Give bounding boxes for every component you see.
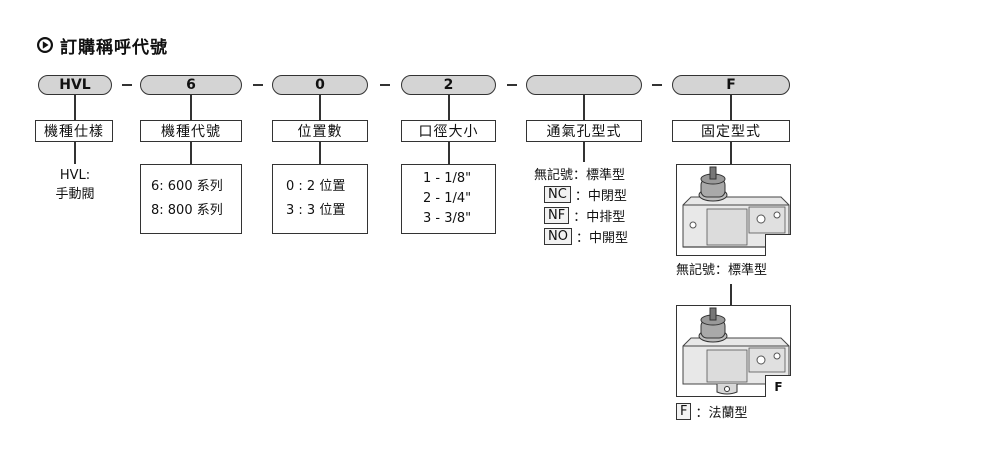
connector-line: [730, 284, 732, 305]
flange-mount-image: [676, 305, 791, 397]
image-tag-f: F: [765, 375, 791, 397]
code-pill-mounting: F: [672, 75, 790, 95]
valve-flange-illustration: [682, 307, 790, 395]
title-text: 訂購稱呼代號: [60, 37, 168, 58]
vent-default-option: 無記號：標準型: [534, 168, 626, 183]
mount-code: F: [676, 403, 692, 420]
vent-code: NO: [544, 228, 572, 245]
separator-dash: [652, 84, 662, 86]
connector-line: [448, 95, 450, 120]
separator-dash: [380, 84, 390, 86]
vent-option-nf: NF ：中排型: [534, 205, 654, 226]
separator-dash: [122, 84, 132, 86]
connector-line: [448, 142, 450, 164]
vent-option-text: ：中開型: [575, 231, 628, 246]
vent-code: NF: [544, 207, 570, 224]
series-options-box: 6: 600 系列 8: 800 系列: [140, 164, 242, 234]
standard-mount-caption: 無記號：標準型: [676, 263, 768, 278]
connector-line: [190, 95, 192, 120]
connector-line: [74, 142, 76, 164]
series-option: 6: 600 系列: [151, 179, 223, 194]
connector-line: [74, 95, 76, 120]
mount-option-text: ：法蘭型: [695, 406, 748, 421]
code-pill-vent-type: [526, 75, 642, 95]
model-description: HVL: 手動閥: [40, 166, 110, 204]
port-size-option: 1 - 1/8": [423, 171, 472, 186]
vent-option-nc: NC ：中閉型: [534, 184, 654, 205]
separator-dash: [507, 84, 517, 86]
valve-illustration: [682, 166, 790, 248]
connector-line: [730, 142, 732, 164]
model-code-text: HVL:: [59, 168, 91, 183]
flange-mount-caption: F ：法蘭型: [676, 401, 748, 422]
port-size-option: 3 - 3/8": [423, 211, 472, 226]
positions-option: 3 : 3 位置: [286, 203, 346, 218]
separator-dash: [253, 84, 263, 86]
connector-line: [319, 95, 321, 120]
connector-line: [190, 142, 192, 164]
series-option: 8: 800 系列: [151, 203, 223, 218]
connector-line: [319, 142, 321, 164]
label-model: 機種仕樣: [35, 120, 113, 142]
play-circle-icon: [37, 37, 53, 53]
vent-code: NC: [544, 186, 571, 203]
label-positions: 位置數: [272, 120, 368, 142]
label-vent-type: 通氣孔型式: [526, 120, 642, 142]
vent-option-text: ：中閉型: [574, 189, 627, 204]
connector-line: [730, 95, 732, 120]
section-title: 訂購稱呼代號: [36, 34, 168, 58]
code-pill-positions: 0: [272, 75, 368, 95]
vent-type-options: 無記號：標準型 NC ：中閉型 NF ：中排型 NO ：中開型: [534, 163, 654, 247]
connector-line: [583, 142, 585, 162]
vent-option-text: ：中排型: [573, 210, 626, 225]
positions-option: 0 : 2 位置: [286, 179, 346, 194]
vent-option-no: NO ：中開型: [534, 226, 654, 247]
model-name-text: 手動閥: [55, 187, 95, 202]
label-mounting: 固定型式: [672, 120, 790, 142]
positions-options-box: 0 : 2 位置 3 : 3 位置: [272, 164, 368, 234]
image-tag-empty: [765, 234, 791, 256]
connector-line: [583, 95, 585, 120]
code-pill-series: 6: [140, 75, 242, 95]
code-pill-model: HVL: [38, 75, 112, 95]
port-size-options-box: 1 - 1/8" 2 - 1/4" 3 - 3/8": [401, 164, 496, 234]
label-port-size: 口徑大小: [401, 120, 496, 142]
label-series: 機種代號: [140, 120, 242, 142]
code-pill-port-size: 2: [401, 75, 496, 95]
port-size-option: 2 - 1/4": [423, 191, 472, 206]
